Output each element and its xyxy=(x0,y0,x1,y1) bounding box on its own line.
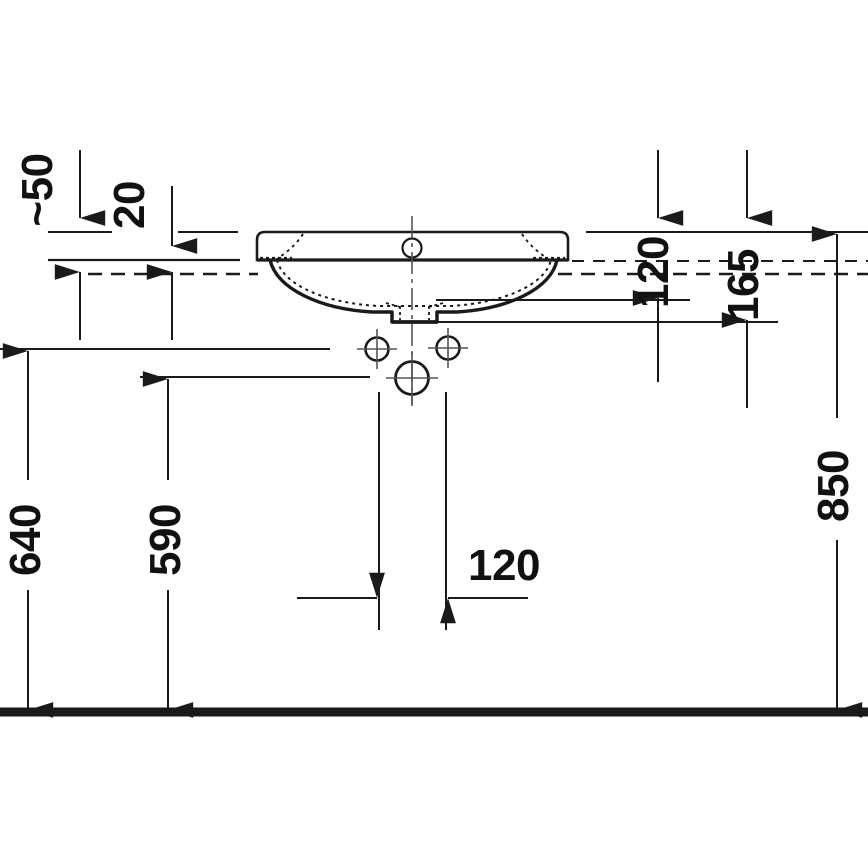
drain-stub-hidden-taper-left xyxy=(385,302,401,308)
hole-group xyxy=(357,328,468,404)
dim-label-120-horizontal: 120 xyxy=(468,541,540,590)
drain-stub-hidden-taper-right xyxy=(428,302,444,308)
dim-label-165: 165 xyxy=(719,249,768,321)
dim-label-120-vertical: 120 xyxy=(629,236,678,308)
dim-label-50: ~50 xyxy=(13,153,62,226)
dim-label-20: 20 xyxy=(105,181,154,229)
dim-label-850: 850 xyxy=(809,450,858,522)
dim-label-640: 640 xyxy=(1,504,50,576)
dim-label-590: 590 xyxy=(141,504,190,576)
basin-bowl-profile xyxy=(268,259,559,324)
basin-rim xyxy=(255,230,570,262)
dimension-leaders xyxy=(2,150,863,718)
dimension-text-group: ~50 20 120 165 850 640 590 120 xyxy=(1,153,858,590)
basin-inner-wall-left xyxy=(276,233,304,260)
basin-inner-wall-right xyxy=(521,233,549,260)
